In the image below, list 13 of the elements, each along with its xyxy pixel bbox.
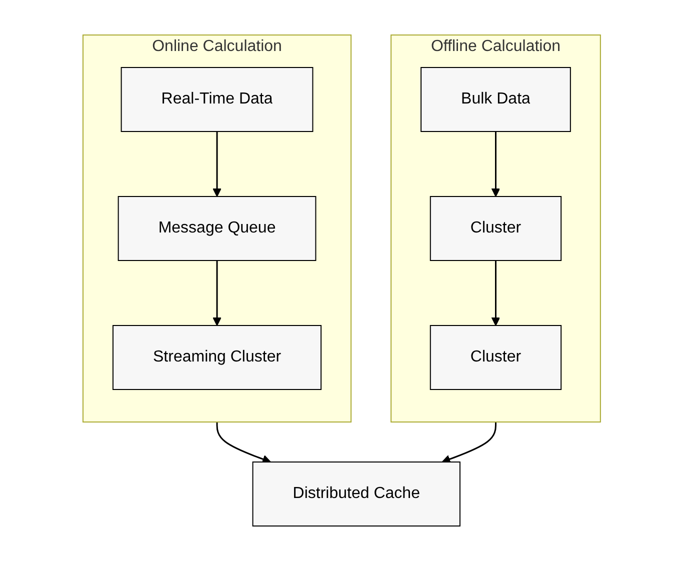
arrow xyxy=(212,260,222,326)
node-box: Streaming Cluster xyxy=(112,325,322,390)
node-box: Cluster xyxy=(430,325,562,390)
arrow xyxy=(492,132,500,197)
arrow xyxy=(442,422,497,464)
node-box: Real-Time Data xyxy=(121,67,314,132)
arrow xyxy=(492,260,500,326)
node-box: Message Queue xyxy=(118,196,316,261)
node-box: Bulk Data xyxy=(420,67,572,132)
arrow xyxy=(216,422,272,464)
node-box: Distributed Cache xyxy=(252,462,461,526)
arrow xyxy=(212,132,222,197)
node-box: Cluster xyxy=(430,196,562,261)
